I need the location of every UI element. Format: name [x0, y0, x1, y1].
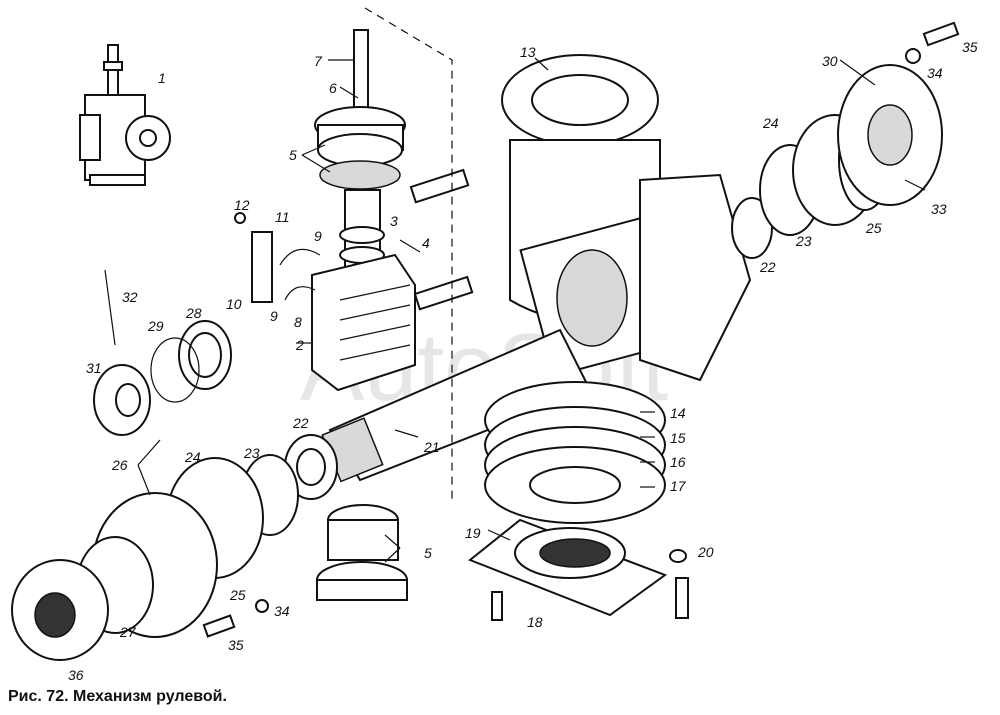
callout-5-upper: 5	[289, 147, 297, 163]
callout-14: 14	[670, 405, 686, 421]
right-end-cover-group	[731, 21, 960, 259]
callout-26: 26	[111, 457, 128, 473]
part-18-side-cover	[468, 518, 689, 621]
callout-32: 32	[122, 289, 138, 305]
caption-title: Механизм рулевой.	[73, 688, 227, 705]
callout-29: 29	[147, 318, 164, 334]
callout-9-lower: 9	[270, 308, 278, 324]
callout-30: 30	[822, 53, 838, 69]
callout-6: 6	[329, 80, 337, 96]
callout-25-left: 25	[229, 587, 246, 603]
callout-labels: 1 2 3 4 5 5 6 7 8 9 9 10 11 12 13 14 15 …	[68, 39, 978, 683]
callout-8: 8	[294, 314, 302, 330]
callout-1: 1	[158, 70, 166, 86]
callout-15: 15	[670, 430, 686, 446]
callout-9-upper: 9	[314, 228, 322, 244]
callout-3: 3	[390, 213, 398, 229]
part-5-bearing-lower	[316, 504, 408, 601]
callout-16: 16	[670, 454, 686, 470]
callout-20: 20	[697, 544, 714, 560]
parts-28-29-seal-ring	[150, 320, 232, 403]
callout-35-left: 35	[228, 637, 244, 653]
callout-33: 33	[931, 201, 947, 217]
callout-5-lower: 5	[424, 545, 432, 561]
callout-31: 31	[86, 360, 102, 376]
part-31-castle-nut	[93, 364, 151, 436]
callout-22-right: 22	[759, 259, 776, 275]
callout-21: 21	[423, 439, 440, 455]
callout-34-right: 34	[927, 65, 943, 81]
callout-35-right: 35	[962, 39, 978, 55]
callout-27: 27	[119, 624, 137, 640]
input-shaft-group	[314, 29, 406, 271]
callout-34-left: 34	[274, 603, 290, 619]
callout-22-left: 22	[292, 415, 309, 431]
assembly-axis-line	[364, 7, 453, 500]
callout-12: 12	[234, 197, 250, 213]
part-32-cotter-pin	[104, 269, 116, 346]
callout-18: 18	[527, 614, 543, 630]
callout-23-left: 23	[243, 445, 260, 461]
callout-17: 17	[670, 478, 687, 494]
callout-13: 13	[520, 44, 536, 60]
callout-25-right: 25	[865, 220, 882, 236]
callout-28: 28	[185, 305, 202, 321]
callout-24-right: 24	[762, 115, 779, 131]
callout-24-left: 24	[184, 449, 201, 465]
clip-and-plate-group	[234, 212, 321, 303]
caption-number: Рис. 72.	[8, 688, 69, 705]
left-end-cover-group	[11, 434, 338, 661]
figure-caption: Рис. 72. Механизм рулевой.	[8, 688, 227, 706]
callout-7: 7	[314, 53, 323, 69]
callout-23-right: 23	[795, 233, 812, 249]
part-13-housing	[501, 54, 752, 382]
bolts-upper	[399, 168, 474, 311]
callout-10: 10	[226, 296, 242, 312]
callout-4: 4	[422, 235, 430, 251]
gaskets-14-17	[484, 381, 666, 524]
part-1-steering-gear-assembly	[79, 44, 171, 186]
callout-36: 36	[68, 667, 84, 683]
callout-2: 2	[295, 337, 304, 353]
callout-19: 19	[465, 525, 481, 541]
callout-11: 11	[275, 209, 290, 225]
part-2-rack-piston	[311, 253, 416, 392]
leader-lines	[137, 57, 926, 563]
